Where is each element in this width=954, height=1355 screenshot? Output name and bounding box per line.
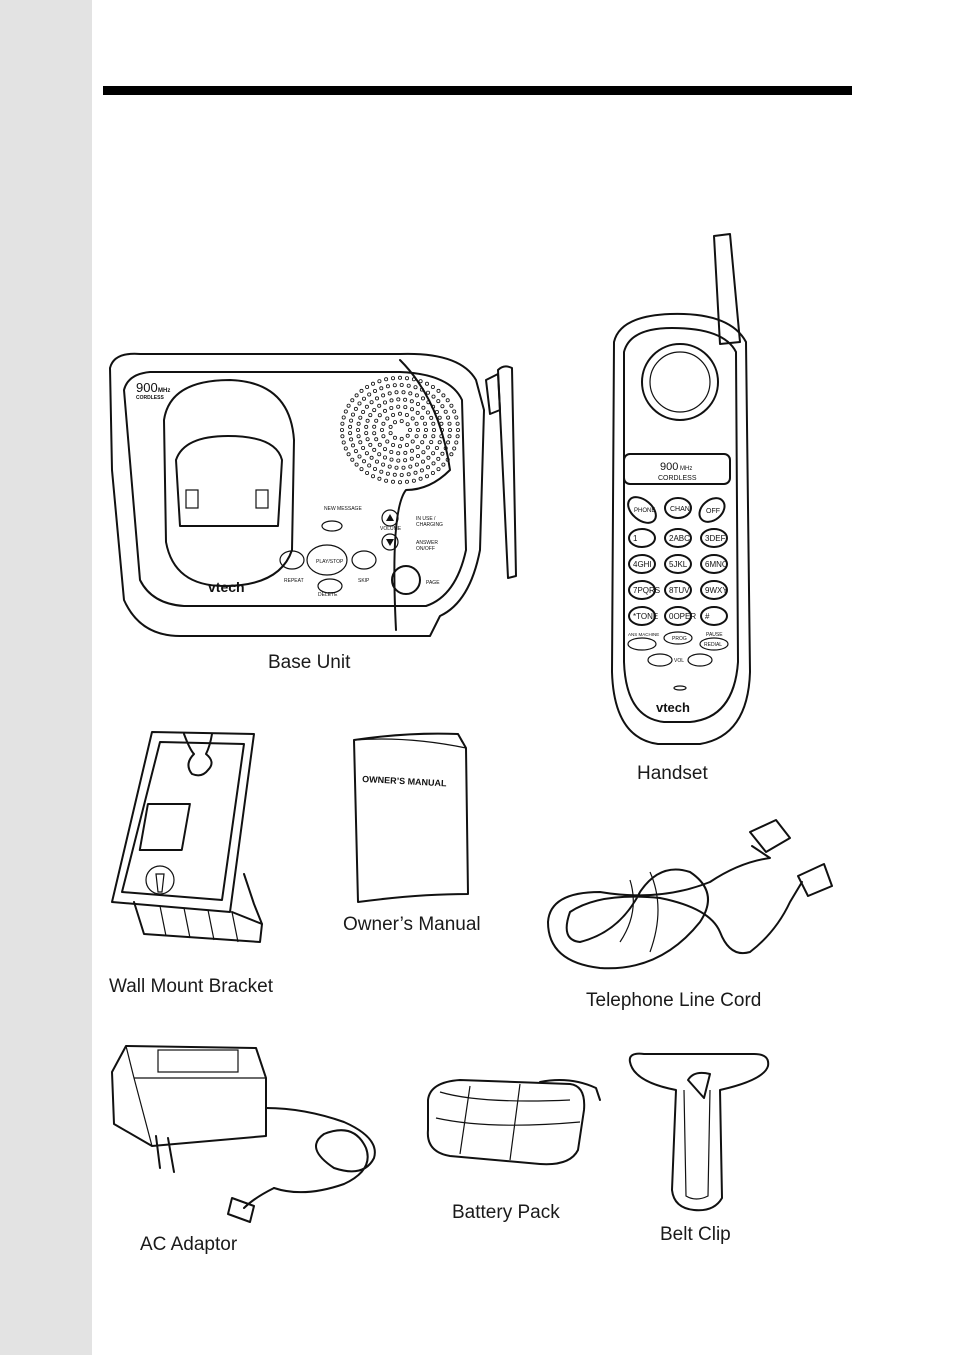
handset-key-label: # — [705, 612, 710, 621]
handset-key-label: 3DEF — [705, 534, 726, 543]
svg-text:CHARGING: CHARGING — [416, 522, 443, 528]
new-message-text: NEW MESSAGE — [324, 506, 362, 512]
wall-mount-bracket-illustration — [104, 724, 274, 954]
svg-text:MHz: MHz — [158, 388, 170, 394]
handset-illustration: 900 MHz CORDLESS PHONE CHAN OFF 1 2ABC 3DE… — [600, 232, 760, 752]
handset-key — [628, 528, 656, 548]
handset-key-label: 0OPER — [669, 612, 696, 621]
handset-key-label: 1 — [633, 534, 638, 543]
svg-text:PROG: PROG — [672, 636, 687, 642]
svg-text:ON/OFF: ON/OFF — [416, 546, 435, 552]
telephone-line-cord-label: Telephone Line Cord — [586, 990, 762, 1011]
handset-key — [664, 580, 692, 600]
owners-manual-cover-text: OWNER’S MANUAL — [362, 774, 447, 788]
handset-freq-text: 900 — [660, 461, 678, 473]
ac-adaptor-label: AC Adaptor — [140, 1234, 238, 1255]
page-margin-band — [0, 0, 92, 1355]
handset-key-label: 8TUV — [669, 586, 690, 595]
handset-brand-text: vtech — [656, 700, 690, 715]
handset-key — [700, 528, 728, 548]
header-rule — [103, 86, 852, 95]
telephone-line-cord-illustration — [540, 812, 840, 982]
battery-pack-illustration — [420, 1070, 610, 1170]
handset-key — [664, 528, 692, 548]
svg-text:PHONE: PHONE — [634, 508, 655, 514]
handset-key-label: 2ABC — [669, 534, 690, 543]
svg-text:OFF: OFF — [706, 508, 720, 515]
svg-text:MHz: MHz — [680, 466, 692, 472]
svg-text:SKIP: SKIP — [358, 578, 370, 584]
base-brand-text: vtech — [208, 579, 245, 595]
handset-key-label: 7PQRS — [633, 586, 660, 595]
owners-manual-label: Owner’s Manual — [343, 914, 481, 935]
belt-clip-label: Belt Clip — [660, 1224, 731, 1245]
svg-text:PLAY/STOP: PLAY/STOP — [316, 559, 344, 565]
base-cordless-text: CORDLESS — [136, 395, 164, 401]
handset-key-label: 6MNO — [705, 560, 728, 569]
base-unit-illustration: NEW MESSAGE REPEAT SKIP DELETE PAGE PLAY… — [100, 350, 540, 650]
svg-text:REPEAT: REPEAT — [284, 578, 304, 584]
ac-adaptor-illustration — [104, 1038, 394, 1238]
svg-text:VOL: VOL — [674, 658, 684, 664]
base-unit-label: Base Unit — [268, 652, 351, 673]
handset-cordless-text: CORDLESS — [658, 475, 697, 482]
handset-key — [700, 580, 728, 600]
handset-key — [664, 606, 692, 626]
handset-key-label: 9WXY — [705, 586, 728, 595]
svg-text:DELETE: DELETE — [318, 592, 338, 598]
belt-clip-illustration — [624, 1050, 774, 1214]
svg-text:PAGE: PAGE — [426, 580, 440, 586]
handset-key — [628, 606, 656, 626]
owners-manual-illustration: OWNER’S MANUAL — [348, 730, 478, 904]
svg-text:VOLUME: VOLUME — [380, 526, 402, 532]
battery-pack-label: Battery Pack — [452, 1202, 560, 1223]
handset-key — [628, 580, 656, 600]
handset-key-label: *TONE — [633, 612, 658, 621]
svg-text:ANSWER: ANSWER — [416, 540, 438, 546]
handset-key — [664, 554, 692, 574]
svg-text:IN USE /: IN USE / — [416, 516, 436, 522]
svg-text:ANS MACHINE: ANS MACHINE — [628, 632, 659, 637]
svg-text:PAUSE: PAUSE — [706, 632, 723, 638]
handset-label: Handset — [637, 763, 708, 784]
base-freq-text: 900 — [136, 380, 158, 395]
svg-text:REDIAL: REDIAL — [704, 642, 722, 648]
handset-key — [628, 554, 656, 574]
svg-text:CHAN: CHAN — [670, 506, 690, 513]
handset-key — [700, 606, 728, 626]
handset-key-label: 4GHI — [633, 560, 652, 569]
wall-mount-bracket-label: Wall Mount Bracket — [109, 976, 274, 997]
handset-key — [700, 554, 728, 574]
handset-key-label: 5JKL — [669, 560, 688, 569]
